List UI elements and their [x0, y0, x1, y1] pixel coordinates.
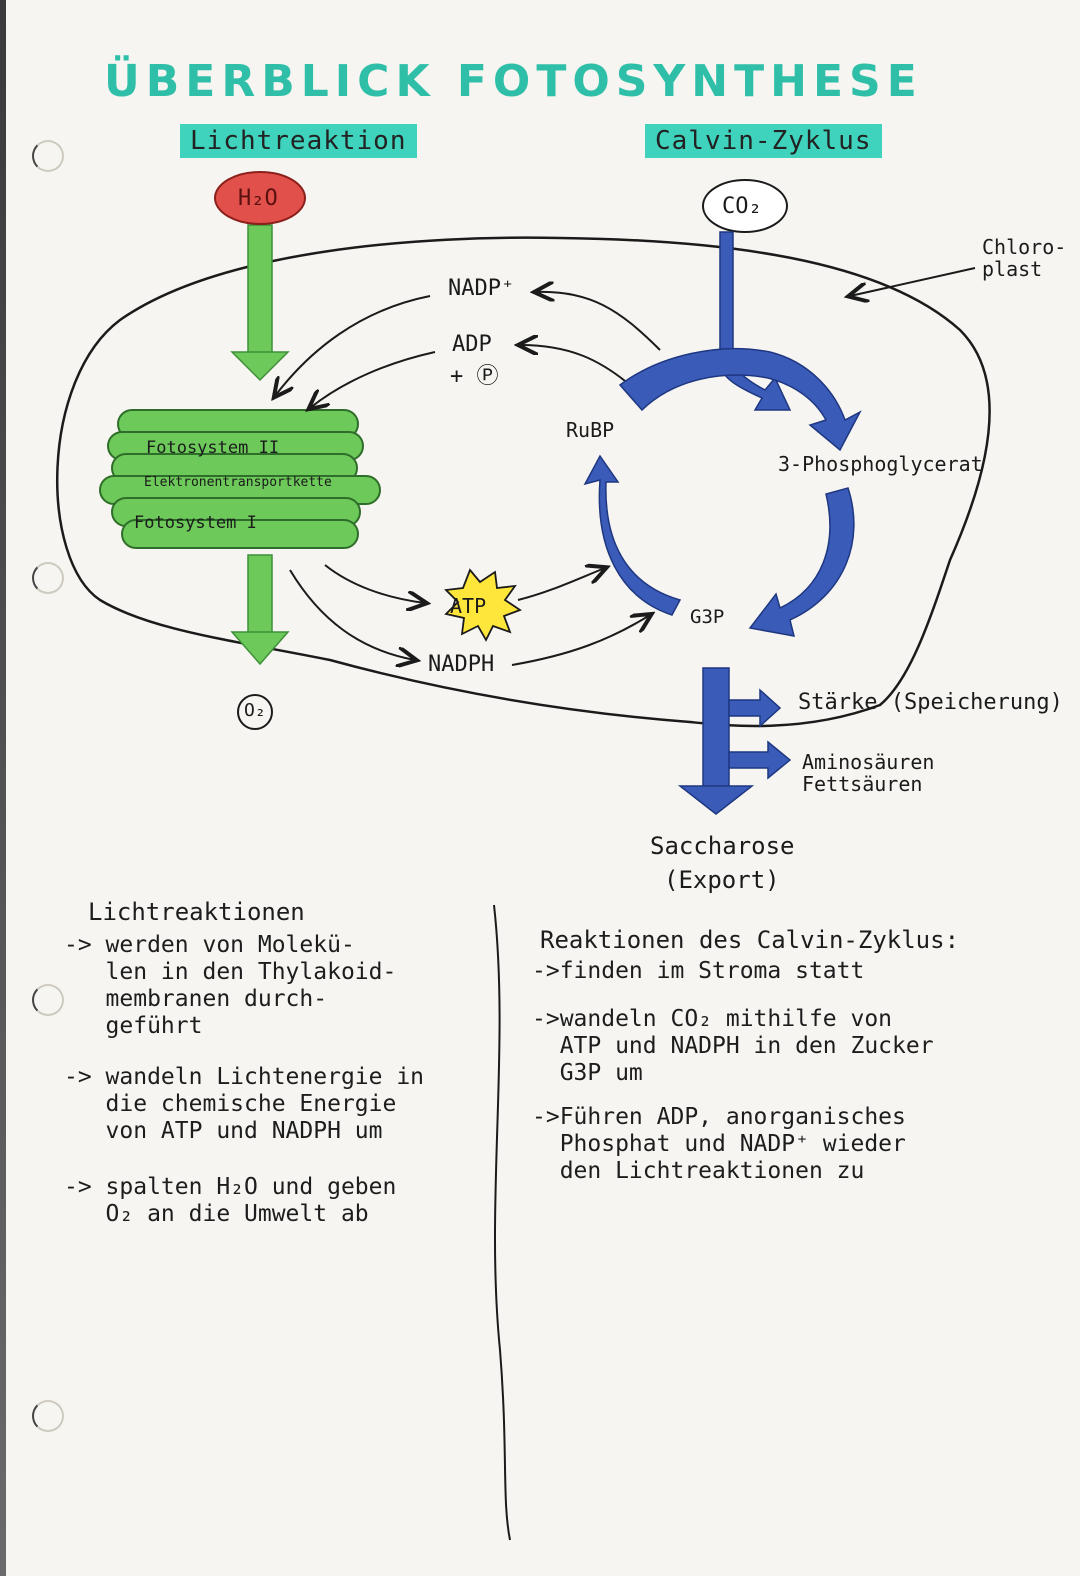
- nadp-plus-label: NADP⁺: [448, 276, 515, 301]
- fotosystem-1-label: Fotosystem I: [134, 513, 257, 533]
- section-label-light: Lichtreaktion: [180, 124, 417, 158]
- nadp-return-arrow: [275, 295, 431, 396]
- punch-hole: [32, 1400, 64, 1432]
- water-inflow-arrow: [230, 224, 290, 382]
- notes-left-item: -> werden von Molekü- len in den Thylako…: [64, 932, 397, 1039]
- calvin-to-nadp-arrow: [536, 292, 661, 351]
- nadph-to-calvin-arrow: [511, 615, 650, 666]
- calvin-cycle: [583, 231, 862, 815]
- thylakoid-to-nadph-arrow: [289, 569, 415, 660]
- fotosystem-2-label: Fotosystem II: [146, 438, 280, 458]
- adp-label: ADP: [452, 332, 492, 357]
- saccharose-label: Saccharose: [650, 832, 795, 860]
- chloroplast-label: Chloro- plast: [982, 236, 1066, 280]
- co2-node: [702, 179, 788, 233]
- punch-hole: [32, 984, 64, 1016]
- co2-label: CO₂: [722, 194, 762, 219]
- calvin-to-adp-arrow: [520, 345, 631, 386]
- starke-label: Stärke (Speicherung): [798, 690, 1063, 715]
- chloroplast-membrane: [56, 236, 991, 728]
- nadph-label: NADPH: [428, 652, 495, 677]
- adp-return-arrow: [310, 351, 436, 408]
- h2o-node: [214, 171, 306, 225]
- aminosauren-label: Aminosäuren: [802, 750, 935, 774]
- notes-left-heading: Lichtreaktionen: [88, 898, 305, 926]
- notes-right-item: ->Führen ADP, anorganisches Phosphat und…: [532, 1104, 906, 1184]
- atp-to-calvin-arrow: [517, 568, 605, 601]
- chloroplast-label-line2: plast: [982, 257, 1043, 281]
- photosynthesis-diagram: [56, 171, 991, 815]
- oxygen-outflow-arrow: [230, 554, 290, 666]
- atp-label: ATP: [450, 594, 487, 618]
- punch-hole: [32, 140, 64, 172]
- o2-node: [237, 694, 273, 730]
- elektronentransport-label: Elektronentransportkette: [144, 475, 332, 490]
- atp-star: [444, 568, 522, 642]
- phosphoglycerat-label: 3-Phosphoglycerat: [778, 452, 983, 476]
- export-label: (Export): [664, 866, 780, 894]
- notes-divider: [493, 904, 511, 1541]
- h2o-label: H₂O: [238, 186, 278, 211]
- thylakoid-to-atp-arrow: [324, 564, 425, 603]
- notes-right-item: ->finden im Stroma statt: [532, 958, 865, 984]
- fettsauren-label: Fettsäuren: [802, 772, 923, 796]
- chloroplast-pointer: [850, 267, 976, 296]
- g3p-label: G3P: [690, 606, 725, 628]
- chloroplast-label-line1: Chloro-: [982, 235, 1067, 259]
- section-label-calvin: Calvin-Zyklus: [645, 124, 882, 158]
- notes-right-item: ->wandeln CO₂ mithilfe von ATP und NADPH…: [532, 1006, 934, 1086]
- o2-label: O₂: [244, 700, 266, 721]
- thylakoid-stack: [99, 409, 381, 549]
- notes-right-heading: Reaktionen des Calvin-Zyklus:: [540, 926, 960, 954]
- phosphate-label: + Ⓟ: [450, 364, 499, 389]
- page-title: ÜBERBLICK FOTOSYNTHESE: [104, 56, 923, 107]
- notes-left-item: -> wandeln Lichtenergie in die chemische…: [64, 1064, 425, 1144]
- rubp-label: RuBP: [566, 418, 615, 442]
- punch-hole: [32, 562, 64, 594]
- notes-left-item: -> spalten H₂O und geben O₂ an die Umwel…: [64, 1174, 397, 1227]
